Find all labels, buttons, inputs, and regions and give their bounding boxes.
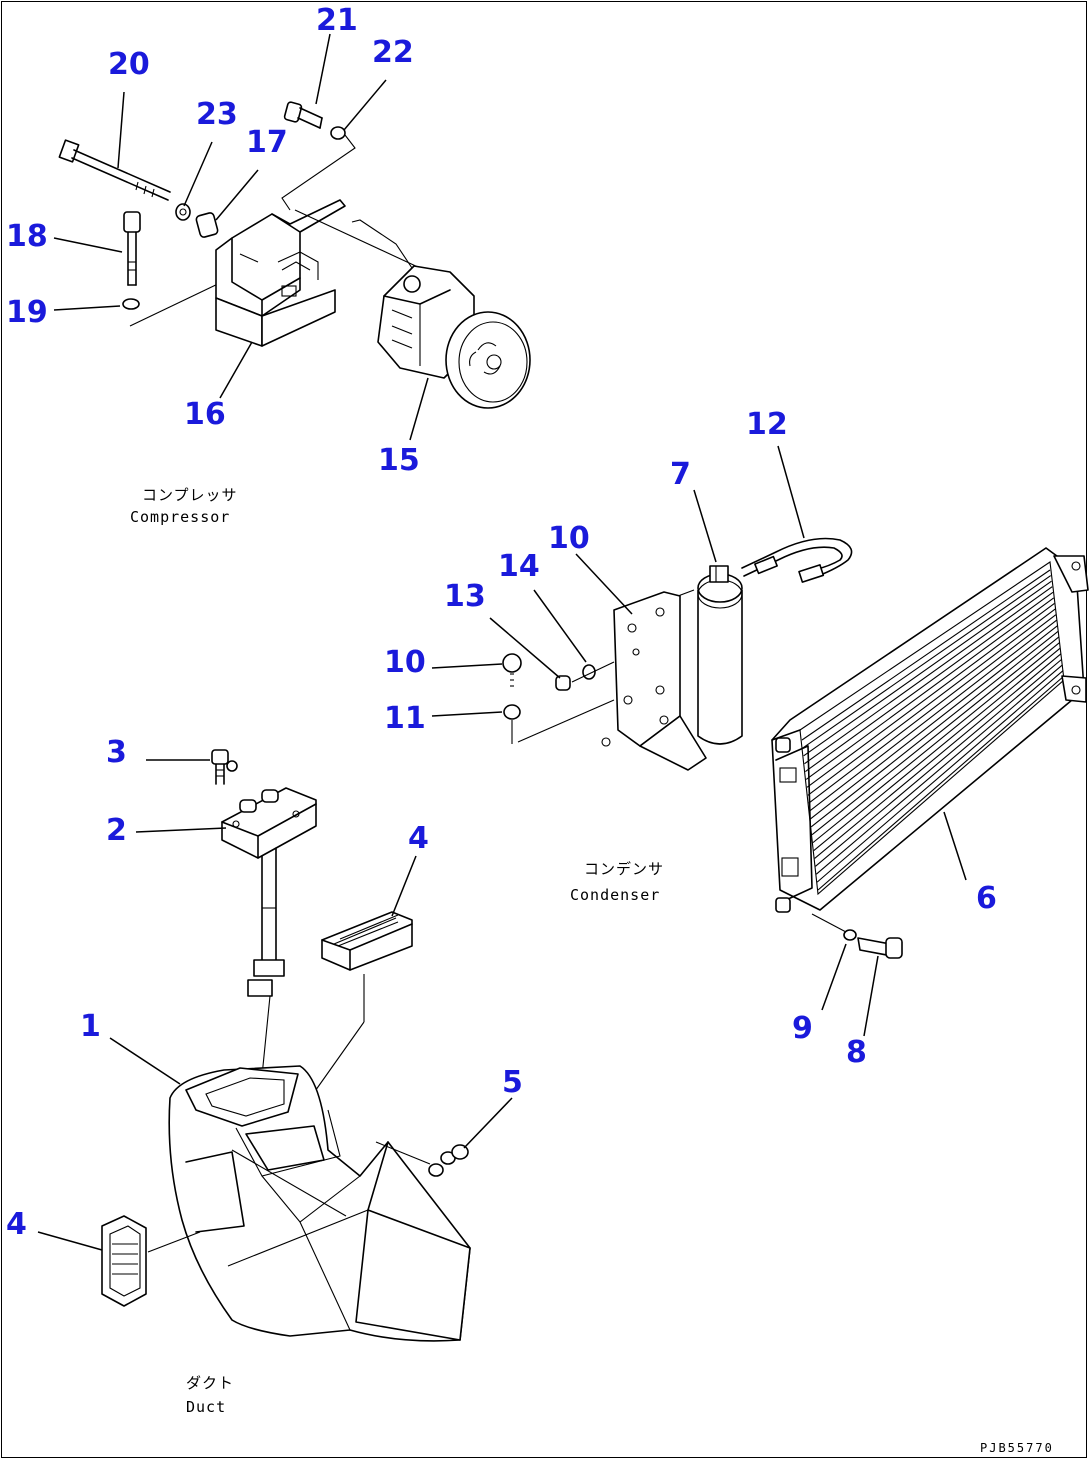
condenser-fin [807,608,1056,796]
wire-harness [247,847,285,1077]
part-18-spacer [195,212,219,238]
callout-21: 20 [108,47,150,82]
callout-4: 4 [408,821,429,856]
part-12-washer [503,704,521,720]
part-22-bolt [283,101,323,129]
condenser-fin [802,575,1052,749]
condenser-fin [815,658,1063,867]
condenser-fin [810,625,1058,820]
caption-condenser-jp: コンデンサ [584,860,664,878]
part-6-condenser [771,547,1089,913]
condenser-group [502,537,1089,959]
condenser-fin [816,670,1064,883]
callout-22: 21 [316,3,358,38]
callout-11: 10 [384,645,426,680]
part-14-nut [555,675,571,691]
part-2-switch-panel [221,787,317,859]
part-16-compressor [377,265,531,409]
callout-18: 17 [246,125,288,160]
callout-8: 8 [846,1035,867,1070]
callout-4: 4 [6,1207,27,1242]
condenser-fin [810,630,1059,828]
part-10-bracket [601,591,707,771]
compressor-group [58,101,531,409]
callout-13: 12 [746,407,788,442]
callout-labels: 20 21 22 23 17 18 19 16 15 12 7 10 14 13… [6,3,997,1242]
callout-1: 1 [80,1009,101,1044]
part-4-vent-grille [101,1215,147,1307]
condenser-fin [817,675,1065,891]
callout-19: 18 [6,219,48,254]
callout-9: 9 [792,1011,813,1046]
condenser-fin [813,647,1061,851]
caption-compressor-en: Compressor [130,508,230,526]
callout-7: 7 [670,457,691,492]
condenser-fin [806,603,1055,788]
callout-15: 14 [498,549,540,584]
condenser-fin [815,664,1063,875]
callout-16: 15 [378,443,420,478]
callout-23: 23 [196,97,238,132]
condenser-fin [801,569,1051,741]
condenser-fin [814,653,1062,859]
caption-duct-jp: ダクト [186,1374,234,1392]
condenser-fin [805,591,1054,773]
callout-6: 6 [976,881,997,916]
drawing-code: PJB55770 [980,1441,1054,1455]
callout-2: 2 [106,813,127,848]
callout-14: 13 [444,579,486,614]
leader-lines [37,33,967,1251]
callout-10: 10 [548,521,590,556]
condenser-fin [805,597,1055,780]
part-20-washer [122,298,140,310]
caption-compressor-jp: コンプレッサ [142,486,238,504]
callout-23: 22 [372,35,414,70]
part-1-air-duct [168,1065,471,1342]
part-21-long-bolt [58,139,171,201]
callout-17: 16 [184,397,226,432]
part-3-screw [211,749,238,785]
condenser-fin [808,614,1057,804]
part-5-clip [375,1141,469,1177]
callout-5: 5 [502,1065,523,1100]
part-4-vent-grille [321,911,413,971]
part-7-receiver-dryer [697,565,743,745]
caption-condenser-en: Condenser [570,886,660,904]
part-17-bracket [215,199,346,347]
captions: コンプレッサ Compressor コンデンサ Condenser ダクト Du… [130,486,1054,1455]
duct-group [101,749,471,1342]
condenser-fin [812,642,1060,844]
part-11-bolt [502,653,522,687]
condenser-fin [811,636,1060,836]
condenser-fin [809,619,1057,812]
caption-duct-en: Duct [186,1398,226,1416]
condenser-fin [804,586,1053,765]
callout-12: 11 [384,701,426,736]
callout-20: 19 [6,295,48,330]
part-23-washer [330,126,346,140]
condenser-fin [803,580,1052,757]
part-13-hose [741,537,853,583]
part-19-bolt [123,211,141,286]
callout-3: 3 [106,735,127,770]
part-8-bolt [857,937,903,959]
part-23-washer [175,203,191,221]
part-9-washer [843,929,857,941]
